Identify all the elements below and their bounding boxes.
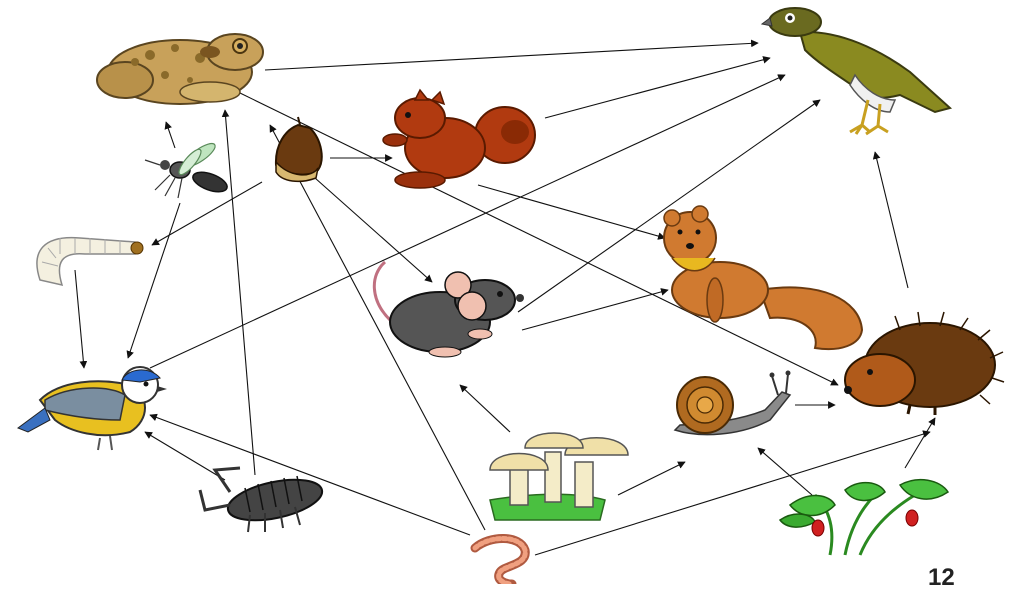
arrow-mouse-to-hawk xyxy=(518,100,820,312)
arrow-toad-to-hedgehog xyxy=(240,93,838,385)
mosquito-icon xyxy=(145,140,230,198)
arrow-mushrooms-to-mouse xyxy=(460,385,510,432)
page-number: 12 xyxy=(928,566,955,590)
arrow-strawberry-to-hedgehog xyxy=(905,418,935,468)
arrow-chestnut-to-mouse xyxy=(315,178,432,282)
arrow-mouse-to-marten xyxy=(522,290,668,330)
mushrooms-icon xyxy=(490,433,628,520)
arrow-grub-to-bluetit xyxy=(75,270,84,368)
arrow-toad-to-hawk xyxy=(265,43,758,70)
arrow-squirrel-to-hawk xyxy=(545,58,770,118)
arrow-earthworm-to-bluetit xyxy=(150,415,470,535)
marten-icon xyxy=(664,206,862,349)
arrow-squirrel-to-marten xyxy=(478,185,665,238)
earthworm-icon xyxy=(475,538,525,584)
arrow-mushrooms-to-snail xyxy=(618,462,685,495)
woodlouse-icon xyxy=(200,468,326,532)
arrow-mosquito-to-toad xyxy=(166,122,175,148)
mouse-icon xyxy=(374,262,524,357)
arrow-woodlouse-to-toad xyxy=(225,110,255,475)
toad-icon xyxy=(97,34,263,104)
hawk-icon xyxy=(762,8,950,134)
snail-icon xyxy=(675,371,791,435)
chestnut-icon xyxy=(276,117,322,181)
arrow-hedgehog-to-hawk xyxy=(875,152,908,288)
grub-icon xyxy=(37,238,143,285)
strawberry-plant-icon xyxy=(780,480,948,555)
arrow-mosquito-to-bluetit xyxy=(128,203,180,358)
hedgehog-icon xyxy=(844,312,1004,415)
bluetit-icon xyxy=(18,367,167,450)
squirrel-icon xyxy=(383,90,535,188)
